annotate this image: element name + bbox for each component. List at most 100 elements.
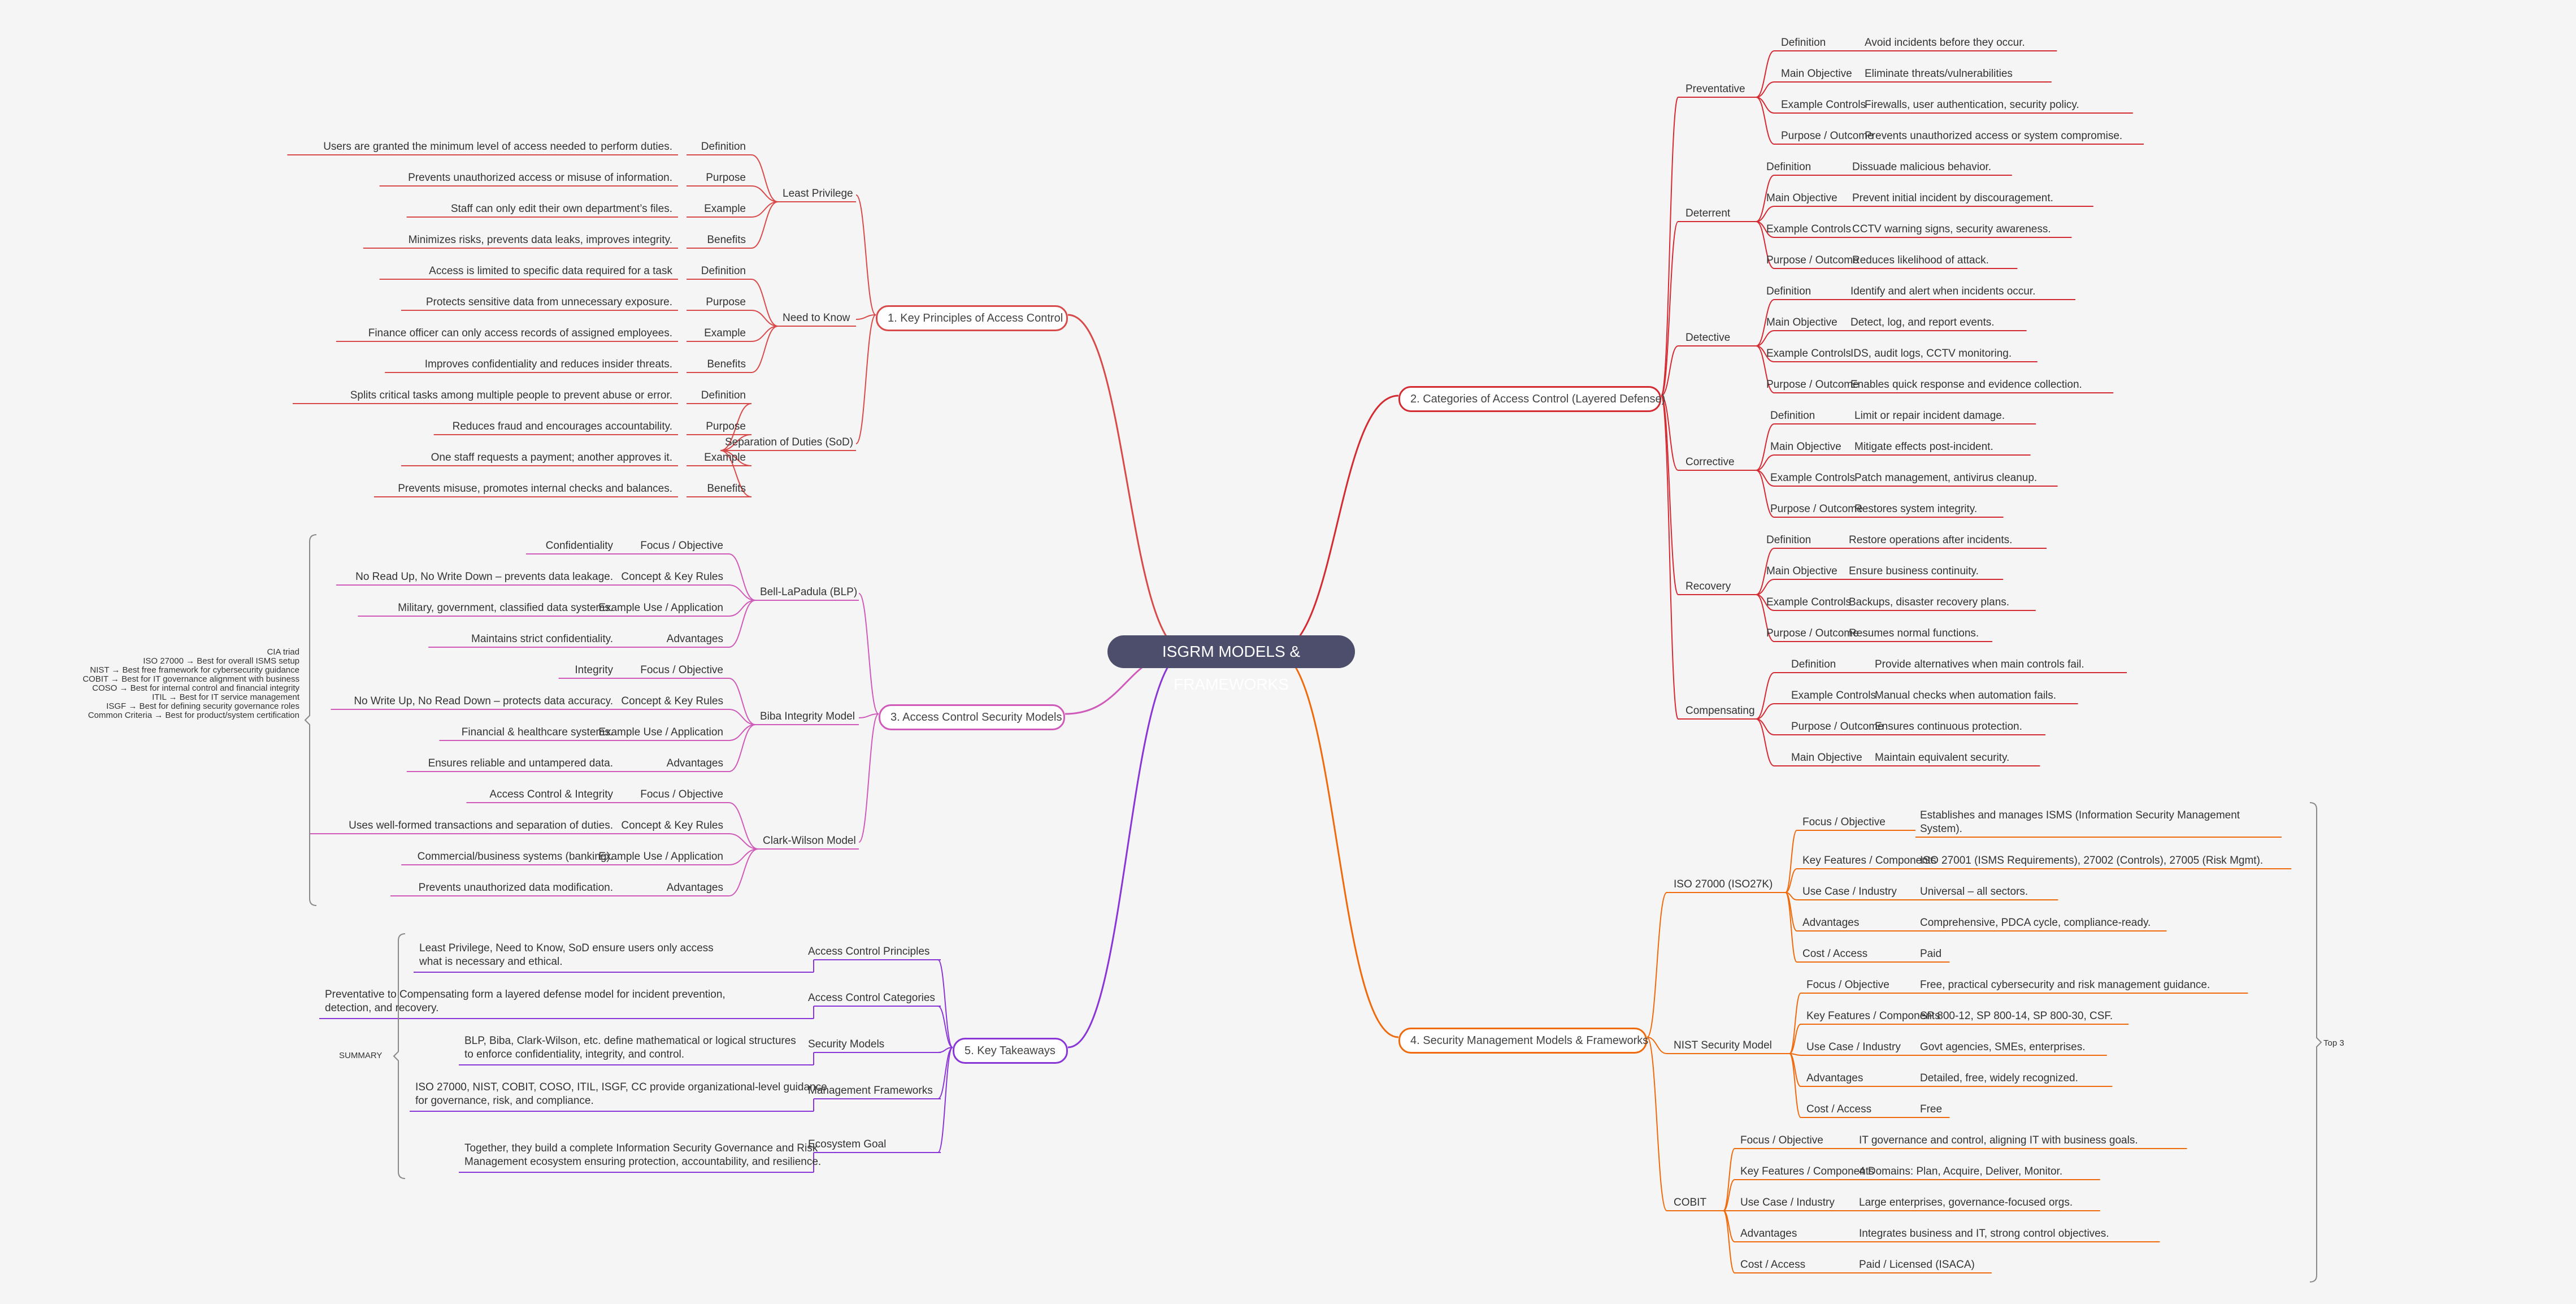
leaf-label[interactable]: Purpose / Outcome <box>1770 503 1863 515</box>
leaf-text[interactable]: ISO 27001 (ISMS Requirements), 27002 (Co… <box>1920 855 2264 867</box>
leaf-label[interactable]: Definition <box>1791 659 1836 670</box>
takeaway-label[interactable]: Management Frameworks <box>808 1085 933 1097</box>
leaf-text[interactable]: Prevents unauthorized data modification. <box>418 882 613 894</box>
leaf-label[interactable]: Example Use / Application <box>598 851 723 863</box>
leaf-label[interactable]: Main Objective <box>1766 317 1837 328</box>
leaf-text[interactable]: Reduces likelihood of attack. <box>1852 254 1989 266</box>
leaf-text[interactable]: Financial & healthcare systems. <box>461 726 613 738</box>
category-detective[interactable]: Detective <box>1686 332 1731 344</box>
leaf-label[interactable]: Advantages <box>666 633 723 645</box>
framework-nist-security-model[interactable]: NIST Security Model <box>1674 1039 1772 1051</box>
leaf-text[interactable]: Avoid incidents before they occur. <box>1865 37 2025 49</box>
leaf-text[interactable]: Dissuade malicious behavior. <box>1852 161 1992 173</box>
leaf-label[interactable]: Example Controls <box>1791 690 1876 701</box>
leaf-text[interactable]: Identify and alert when incidents occur. <box>1850 285 2036 297</box>
leaf-label[interactable]: Advantages <box>1802 917 1860 929</box>
leaf-text[interactable]: Eliminate threats/vulnerabilities <box>1865 68 2013 80</box>
leaf-label[interactable]: Example Use / Application <box>598 726 723 738</box>
leaf-text[interactable]: Maintains strict confidentiality. <box>471 633 613 645</box>
leaf-text[interactable]: Military, government, classified data sy… <box>398 602 613 614</box>
leaf-text[interactable]: Govt agencies, SMEs, enterprises. <box>1920 1041 2086 1053</box>
leaf-text[interactable]: IDS, audit logs, CCTV monitoring. <box>1850 348 2012 359</box>
leaf-text[interactable]: Detect, log, and report events. <box>1850 317 1995 328</box>
leaf-label[interactable]: Main Objective <box>1791 752 1862 764</box>
leaf-label[interactable]: Advantages <box>1806 1072 1863 1084</box>
leaf-label[interactable]: Example Controls <box>1766 223 1851 235</box>
leaf-label[interactable]: Advantages <box>666 757 723 769</box>
leaf-label[interactable]: Key Features / Components <box>1802 855 1936 867</box>
leaf-label[interactable]: Advantages <box>1740 1228 1797 1240</box>
leaf-label[interactable]: Key Features / Components <box>1740 1166 1874 1177</box>
leaf-text[interactable]: Detailed, free, widely recognized. <box>1920 1072 2078 1084</box>
category-preventative[interactable]: Preventative <box>1686 83 1745 95</box>
leaf-text[interactable]: Large enterprises, governance-focused or… <box>1859 1197 2073 1208</box>
leaf-label[interactable]: Key Features / Components <box>1806 1010 1940 1022</box>
leaf-text[interactable]: Restores system integrity. <box>1854 503 1978 515</box>
leaf-label[interactable]: Definition <box>1766 534 1812 546</box>
takeaway-text[interactable]: BLP, Biba, Clark-Wilson, etc. define mat… <box>464 1035 796 1060</box>
leaf-text[interactable]: No Read Up, No Write Down – prevents dat… <box>355 571 613 583</box>
subtopic-least-privilege[interactable]: Least Privilege <box>783 188 853 200</box>
framework-iso-27000-iso27k-[interactable]: ISO 27000 (ISO27K) <box>1674 878 1773 890</box>
leaf-label[interactable]: Benefits <box>707 358 746 370</box>
leaf-label[interactable]: Concept & Key Rules <box>621 695 723 707</box>
subtopic-biba-integrity-model[interactable]: Biba Integrity Model <box>760 711 855 722</box>
leaf-text[interactable]: Ensure business continuity. <box>1849 565 1979 577</box>
leaf-label[interactable]: Definition <box>701 389 746 401</box>
leaf-text[interactable]: Finance officer can only access records … <box>368 327 672 339</box>
leaf-text[interactable]: Patch management, antivirus cleanup. <box>1854 472 2038 484</box>
takeaway-text[interactable]: Least Privilege, Need to Know, SoD ensur… <box>419 942 714 968</box>
leaf-text[interactable]: Backups, disaster recovery plans. <box>1849 596 2010 608</box>
leaf-label[interactable]: Definition <box>1766 161 1812 173</box>
leaf-text[interactable]: No Write Up, No Read Down – protects dat… <box>354 695 613 707</box>
leaf-text[interactable]: Resumes normal functions. <box>1849 627 1979 639</box>
leaf-text[interactable]: Improves confidentiality and reduces ins… <box>424 358 672 370</box>
leaf-text[interactable]: Splits critical tasks among multiple peo… <box>350 389 672 401</box>
leaf-label[interactable]: Concept & Key Rules <box>621 820 723 831</box>
leaf-text[interactable]: Establishes and manages ISMS (Informatio… <box>1920 809 2240 835</box>
category-compensating[interactable]: Compensating <box>1686 705 1755 717</box>
leaf-text[interactable]: Provide alternatives when main controls … <box>1875 659 2084 670</box>
leaf-text[interactable]: Maintain equivalent security. <box>1875 752 2010 764</box>
category-corrective[interactable]: Corrective <box>1686 456 1735 468</box>
takeaway-text[interactable]: Together, they build a complete Informat… <box>464 1142 822 1168</box>
root-topic[interactable]: ISGRM MODELS & FRAMEWORKS <box>1107 635 1355 693</box>
leaf-label[interactable]: Use Case / Industry <box>1802 886 1897 898</box>
leaf-text[interactable]: Paid / Licensed (ISACA) <box>1859 1259 1975 1271</box>
leaf-text[interactable]: Access Control & Integrity <box>489 789 613 800</box>
leaf-text[interactable]: Universal – all sectors. <box>1920 886 2028 898</box>
category-deterrent[interactable]: Deterrent <box>1686 207 1731 219</box>
leaf-label[interactable]: Example Controls <box>1766 596 1851 608</box>
branch-1-topic[interactable]: 1. Key Principles of Access Control <box>876 305 1068 331</box>
leaf-label[interactable]: Concept & Key Rules <box>621 571 723 583</box>
leaf-label[interactable]: Cost / Access <box>1802 948 1868 960</box>
branch-5-topic[interactable]: 5. Key Takeaways <box>953 1038 1068 1064</box>
category-recovery[interactable]: Recovery <box>1686 580 1731 592</box>
leaf-label[interactable]: Example Controls <box>1781 99 1866 111</box>
leaf-text[interactable]: Ensures reliable and untampered data. <box>428 757 613 769</box>
leaf-label[interactable]: Definition <box>701 265 746 277</box>
leaf-label[interactable]: Purpose / Outcome <box>1766 627 1859 639</box>
leaf-label[interactable]: Purpose <box>706 296 746 308</box>
leaf-label[interactable]: Purpose <box>706 421 746 432</box>
leaf-text[interactable]: Prevent initial incident by discourageme… <box>1852 192 2053 204</box>
leaf-label[interactable]: Cost / Access <box>1740 1259 1806 1271</box>
leaf-label[interactable]: Purpose / Outcome <box>1791 721 1884 733</box>
leaf-label[interactable]: Use Case / Industry <box>1806 1041 1901 1053</box>
leaf-label[interactable]: Main Objective <box>1781 68 1852 80</box>
leaf-text[interactable]: Integrity <box>575 664 613 676</box>
leaf-label[interactable]: Use Case / Industry <box>1740 1197 1835 1208</box>
leaf-text[interactable]: Free <box>1920 1103 1943 1115</box>
leaf-text[interactable]: One staff requests a payment; another ap… <box>431 452 672 463</box>
leaf-label[interactable]: Example Controls <box>1770 472 1855 484</box>
leaf-text[interactable]: SP 800-12, SP 800-14, SP 800-30, CSF. <box>1920 1010 2113 1022</box>
subtopic-bell-lapadula-blp-[interactable]: Bell-LaPadula (BLP) <box>760 586 858 598</box>
takeaway-label[interactable]: Access Control Categories <box>808 992 935 1004</box>
subtopic-separation-of-duties-sod-[interactable]: Separation of Duties (SoD) <box>725 436 854 448</box>
leaf-label[interactable]: Definition <box>1766 285 1812 297</box>
leaf-text[interactable]: Ensures continuous protection. <box>1875 721 2022 733</box>
leaf-label[interactable]: Main Objective <box>1766 565 1837 577</box>
leaf-label[interactable]: Purpose <box>706 172 746 184</box>
takeaway-label[interactable]: Access Control Principles <box>808 946 930 958</box>
leaf-label[interactable]: Focus / Objective <box>640 540 723 552</box>
